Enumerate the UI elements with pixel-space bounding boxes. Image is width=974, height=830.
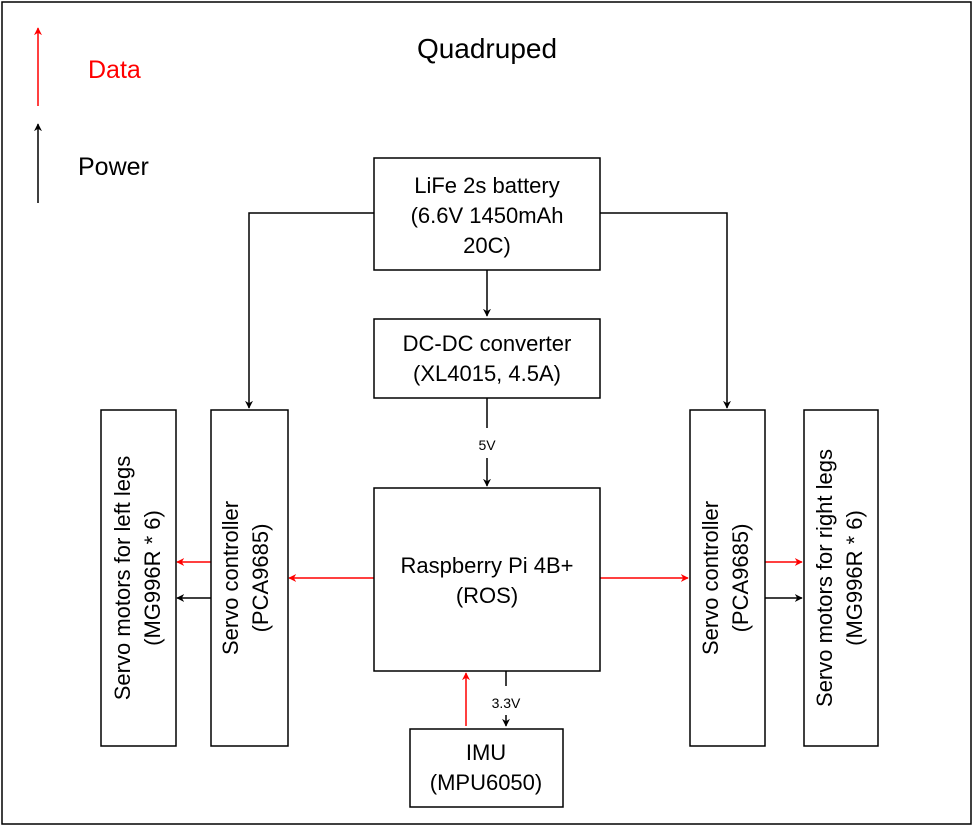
power-line-battery-to-right-controller xyxy=(600,212,731,409)
right-controller-line-2: (PCA9685) xyxy=(728,524,753,633)
legend: Data Power xyxy=(34,27,149,203)
left-servo-motors-box: Servo motors for left legs (MG996R * 6) xyxy=(100,409,177,747)
raspberry-pi-box: Raspberry Pi 4B+ (ROS) xyxy=(373,487,601,672)
left-motors-line-1: Servo motors for left legs xyxy=(110,456,135,701)
raspberry-line-2: (ROS) xyxy=(456,583,518,608)
diagram-title: Quadruped xyxy=(417,33,557,64)
converter-box: DC-DC converter (XL4015, 4.5A) xyxy=(373,318,601,399)
left-controller-line-1: Servo controller xyxy=(218,501,243,655)
converter-output-label: 5V xyxy=(478,437,496,453)
right-servo-controller-box: Servo controller (PCA9685) xyxy=(689,409,766,747)
converter-line-1: DC-DC converter xyxy=(403,331,572,356)
imu-line-2: (MPU6050) xyxy=(430,770,542,795)
right-controller-line-1: Servo controller xyxy=(698,501,723,655)
imu-line-1: IMU xyxy=(466,740,506,765)
battery-line-3: 20C) xyxy=(463,233,511,258)
battery-line-1: LiFe 2s battery xyxy=(414,173,560,198)
left-motors-line-2: (MG996R * 6) xyxy=(140,510,165,646)
right-servo-motors-box: Servo motors for right legs (MG996R * 6) xyxy=(803,409,879,747)
converter-line-2: (XL4015, 4.5A) xyxy=(413,361,561,386)
right-motors-line-2: (MG996R * 6) xyxy=(842,510,867,646)
power-line-battery-to-left-controller xyxy=(245,212,374,409)
left-servo-controller-box: Servo controller (PCA9685) xyxy=(210,409,289,747)
battery-line-2: (6.6V 1450mAh xyxy=(411,203,564,228)
battery-box: LiFe 2s battery (6.6V 1450mAh 20C) xyxy=(373,157,601,271)
left-controller-line-2: (PCA9685) xyxy=(248,524,273,633)
raspberry-line-1: Raspberry Pi 4B+ xyxy=(400,553,573,578)
imu-power-label: 3.3V xyxy=(492,695,521,711)
right-motors-line-1: Servo motors for right legs xyxy=(812,449,837,707)
imu-box: IMU (MPU6050) xyxy=(409,728,564,808)
legend-power-label: Power xyxy=(78,153,149,181)
legend-data-label: Data xyxy=(88,56,141,84)
